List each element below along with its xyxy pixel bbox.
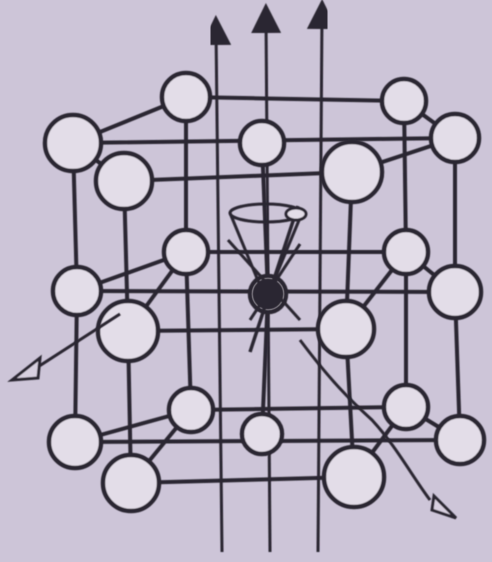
- lattice-atom: [384, 230, 428, 274]
- lattice-atom: [436, 416, 484, 464]
- lattice-atom: [103, 455, 159, 511]
- lattice-atom: [49, 416, 101, 468]
- beam-arrow: [318, 14, 322, 552]
- lattice-atom: [382, 79, 426, 123]
- lattice-atom: [242, 414, 282, 454]
- lattice-bond: [124, 172, 352, 181]
- lattice-atom: [98, 301, 158, 361]
- interstitial-atom: [286, 208, 306, 220]
- lattice-bond: [191, 407, 406, 410]
- scattered-arrow: [12, 358, 40, 380]
- lattice-atom: [164, 230, 208, 274]
- lattice-atom: [322, 142, 382, 202]
- lattice-atom: [53, 267, 101, 315]
- lattice-atom: [162, 73, 210, 121]
- lattice-bond: [128, 329, 346, 331]
- lattice-bond: [131, 477, 354, 483]
- lattice-atom: [429, 266, 481, 318]
- lattice-atom: [324, 447, 384, 507]
- scattered-arrow: [432, 496, 456, 518]
- interstitial-atom: [254, 280, 282, 308]
- lattice-atom: [431, 114, 479, 162]
- lattice-atom: [45, 115, 101, 171]
- lattice-atom: [96, 153, 152, 209]
- lattice-atom: [384, 385, 428, 429]
- lattice-atom: [169, 388, 213, 432]
- lattice-atom: [318, 301, 374, 357]
- lattice-atom: [240, 121, 284, 165]
- lattice-bond: [186, 97, 404, 101]
